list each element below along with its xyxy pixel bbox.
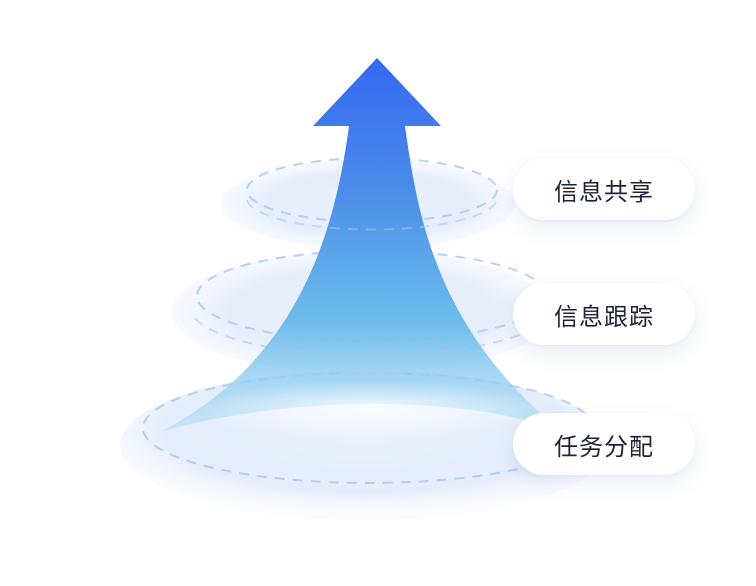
label-info-tracking-text: 信息跟踪 — [554, 302, 654, 331]
label-task-assignment-text: 任务分配 — [554, 432, 654, 461]
arrow-up-icon — [160, 58, 560, 440]
label-info-tracking: 信息跟踪 — [513, 283, 695, 345]
label-task-assignment: 任务分配 — [513, 413, 695, 475]
label-info-sharing-text: 信息共享 — [554, 177, 654, 206]
label-info-sharing: 信息共享 — [513, 158, 695, 220]
